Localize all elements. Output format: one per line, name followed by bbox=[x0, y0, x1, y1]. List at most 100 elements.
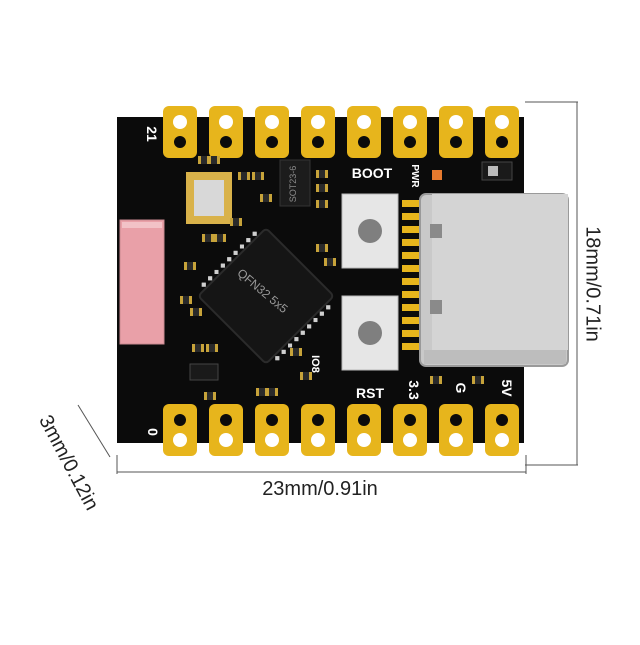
chip-lead bbox=[201, 282, 206, 287]
chip-lead bbox=[294, 337, 299, 342]
bottom-pad-via-7 bbox=[496, 414, 508, 426]
top-pad-hole-1 bbox=[219, 115, 233, 129]
smd-body-7 bbox=[319, 200, 325, 208]
chip-lead bbox=[300, 330, 305, 335]
pin-0-label: 0 bbox=[145, 428, 161, 436]
smd-body-19 bbox=[269, 388, 275, 396]
smd-body-13 bbox=[187, 262, 193, 270]
smd-body-8 bbox=[205, 234, 211, 242]
bottom-pad-via-6 bbox=[450, 414, 462, 426]
usb-c-shell bbox=[432, 194, 568, 350]
boot-label: BOOT bbox=[352, 165, 393, 181]
usb-pin-11 bbox=[402, 343, 424, 350]
bottom-pad-hole-1 bbox=[219, 433, 233, 447]
top-pad-via-3 bbox=[312, 136, 324, 148]
top-pad-via-1 bbox=[220, 136, 232, 148]
top-pad-7 bbox=[485, 106, 519, 158]
smd-body-2 bbox=[241, 172, 247, 180]
smd-body-18 bbox=[259, 388, 265, 396]
smd-body-12 bbox=[327, 258, 333, 266]
top-pad-hole-5 bbox=[403, 115, 417, 129]
top-pad-hole-0 bbox=[173, 115, 187, 129]
pin-3v3-label: 3.3 bbox=[406, 380, 422, 400]
smd-body-24 bbox=[207, 392, 213, 400]
top-pad-via-0 bbox=[174, 136, 186, 148]
top-pad-3 bbox=[301, 106, 335, 158]
chip-lead bbox=[281, 349, 286, 354]
chip-lead bbox=[214, 269, 219, 274]
bottom-pad-5 bbox=[393, 404, 427, 456]
bottom-pad-via-5 bbox=[404, 414, 416, 426]
rst-label: RST bbox=[356, 385, 384, 401]
crystal bbox=[194, 180, 224, 216]
bottom-pad-via-0 bbox=[174, 414, 186, 426]
pwr-label: PWR bbox=[409, 164, 420, 188]
chip-lead bbox=[313, 318, 318, 323]
chip-lead bbox=[288, 343, 293, 348]
reset-button-cap bbox=[358, 321, 382, 345]
thickness-dim-line bbox=[77, 404, 111, 458]
boot-button-cap bbox=[358, 219, 382, 243]
smd-body-0 bbox=[201, 156, 207, 164]
bottom-pad-2 bbox=[255, 404, 289, 456]
bottom-pad-hole-3 bbox=[311, 433, 325, 447]
transistor bbox=[189, 363, 219, 381]
antenna-highlight bbox=[122, 222, 162, 228]
chip-lead bbox=[326, 305, 331, 310]
top-pad-via-7 bbox=[496, 136, 508, 148]
smd-body-3 bbox=[255, 172, 261, 180]
width-dimension: 23mm/0.91in bbox=[262, 478, 378, 500]
top-pad-via-2 bbox=[266, 136, 278, 148]
top-pad-hole-7 bbox=[495, 115, 509, 129]
chip-lead bbox=[227, 257, 232, 262]
chip-lead bbox=[239, 244, 244, 249]
usb-pin-7 bbox=[402, 291, 424, 298]
bottom-pad-hole-7 bbox=[495, 433, 509, 447]
usb-pin-1 bbox=[402, 213, 424, 220]
smd-body-15 bbox=[193, 308, 199, 316]
top-pad-hole-6 bbox=[449, 115, 463, 129]
top-pad-5 bbox=[393, 106, 427, 158]
smd-body-16 bbox=[195, 344, 201, 352]
usb-pin-6 bbox=[402, 278, 424, 285]
usb-pin-2 bbox=[402, 226, 424, 233]
smd-body-22 bbox=[433, 376, 439, 384]
top-pad-6 bbox=[439, 106, 473, 158]
bottom-pad-via-2 bbox=[266, 414, 278, 426]
chip-lead bbox=[275, 356, 280, 361]
top-pad-2 bbox=[255, 106, 289, 158]
usb-c-slot-2 bbox=[430, 300, 442, 314]
bottom-pad-4 bbox=[347, 404, 381, 456]
smd-body-9 bbox=[217, 234, 223, 242]
bottom-pad-hole-4 bbox=[357, 433, 371, 447]
smd-body-11 bbox=[319, 244, 325, 252]
smd-body-21 bbox=[303, 372, 309, 380]
reset-button bbox=[341, 295, 399, 371]
pin-21-label: 21 bbox=[144, 126, 160, 142]
bottom-pad-hole-2 bbox=[265, 433, 279, 447]
io8-label: IO8 bbox=[309, 355, 321, 373]
usb-pin-9 bbox=[402, 317, 424, 324]
diode-mark bbox=[488, 166, 498, 176]
usb-pin-0 bbox=[402, 200, 424, 207]
top-pad-via-6 bbox=[450, 136, 462, 148]
smd-body-10 bbox=[233, 218, 239, 226]
chip-lead bbox=[246, 238, 251, 243]
antenna bbox=[119, 219, 165, 345]
height-dimension: 18mm/0.71in bbox=[581, 226, 604, 342]
usb-pin-4 bbox=[402, 252, 424, 259]
main-chip bbox=[198, 228, 334, 364]
bottom-pad-1 bbox=[209, 404, 243, 456]
bottom-pad-hole-6 bbox=[449, 433, 463, 447]
bottom-pad-3 bbox=[301, 404, 335, 456]
smd-body-1 bbox=[211, 156, 217, 164]
bottom-pad-hole-0 bbox=[173, 433, 187, 447]
smd-body-20 bbox=[293, 348, 299, 356]
smd-body-17 bbox=[209, 344, 215, 352]
top-pad-hole-2 bbox=[265, 115, 279, 129]
smd-body-14 bbox=[183, 296, 189, 304]
chip-lead bbox=[307, 324, 312, 329]
usb-pin-10 bbox=[402, 330, 424, 337]
